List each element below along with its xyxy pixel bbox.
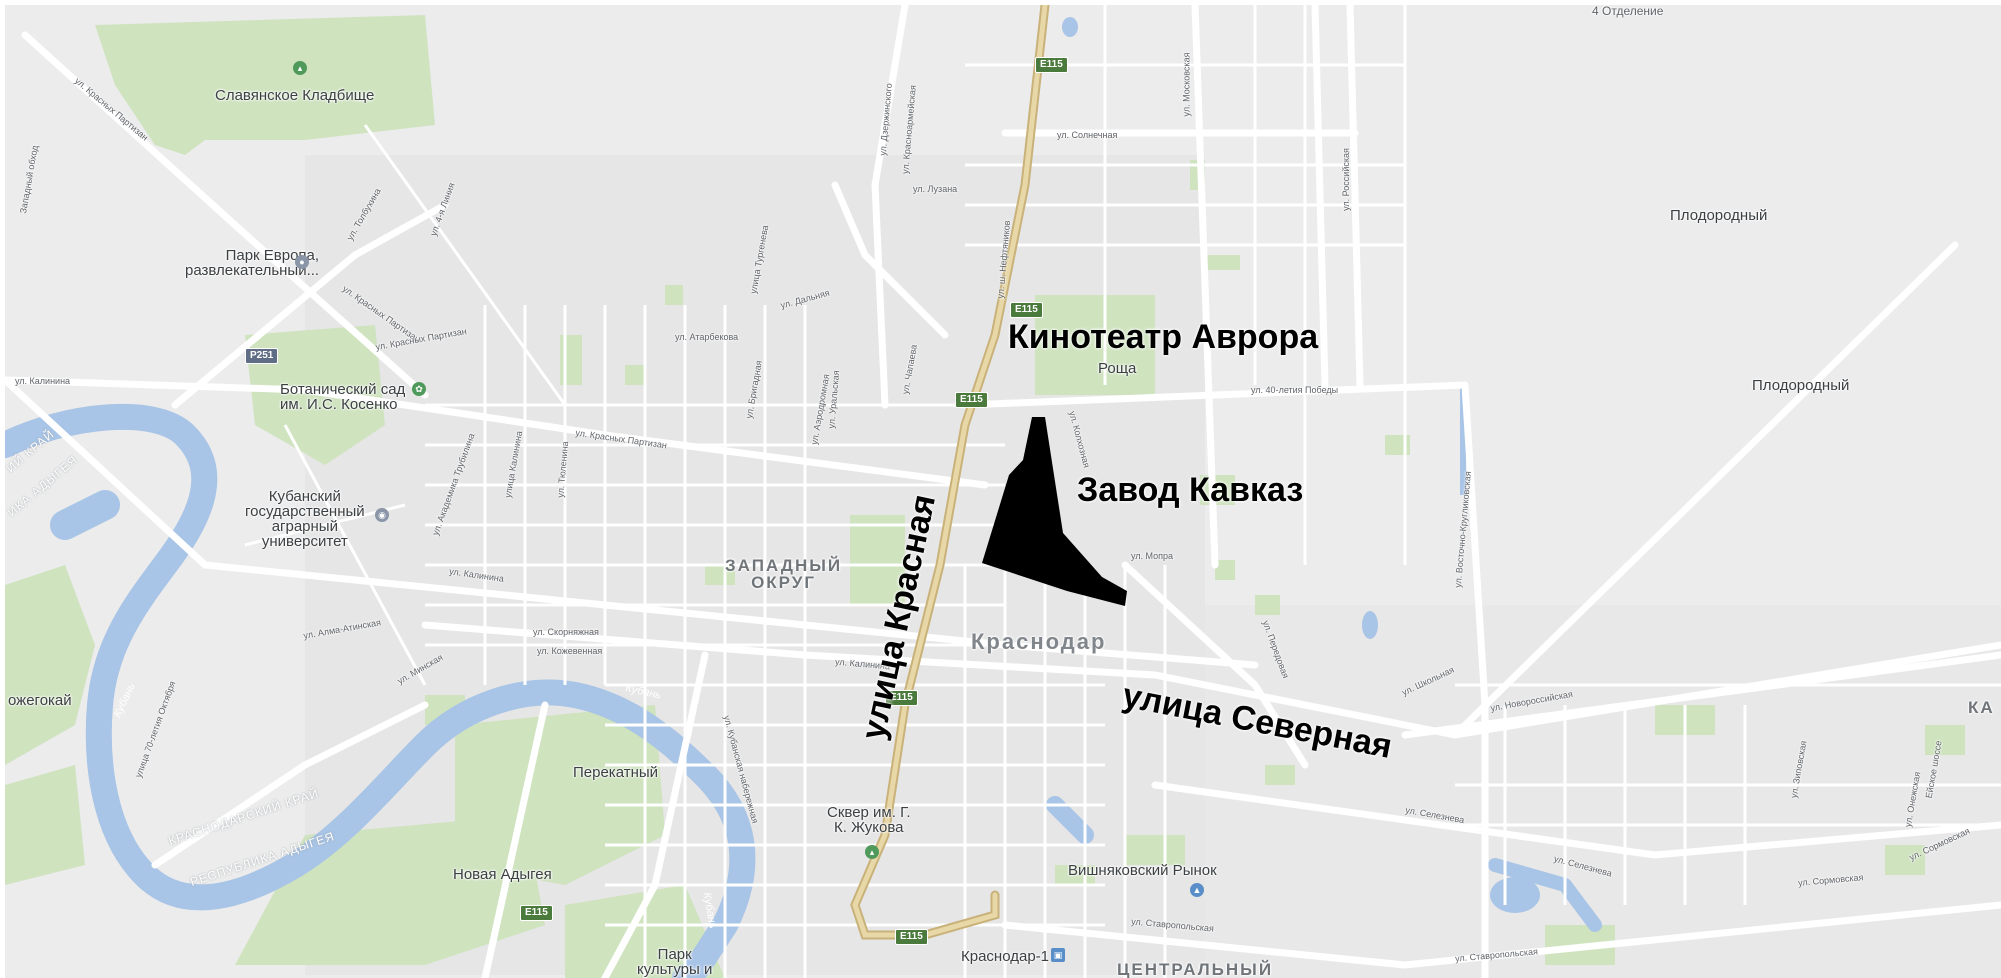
pond-1 (1062, 17, 1078, 37)
annotation-zavod-kavkaz: Завод Кавказ (1077, 471, 1304, 509)
park-patch-1 (560, 335, 582, 385)
label-plodorodny-1: Плодородный (1670, 207, 1768, 224)
urban-area-east (1205, 605, 2001, 978)
label-krasnodar-1: Краснодар-1 (961, 948, 1049, 965)
road-upper-ne (1311, 5, 1329, 389)
park-patch-14 (1885, 845, 1925, 875)
road-40-let-pobedy (961, 381, 1469, 409)
street-mopra: ул. Мопра (1131, 551, 1174, 561)
lake-northwest (50, 490, 120, 540)
park-roshcha (1035, 295, 1155, 395)
water-features (5, 403, 1602, 978)
label-park-kultury: Парк культуры и (637, 946, 713, 978)
road-south-bridge (481, 701, 549, 978)
map-canvas[interactable] (5, 5, 2001, 978)
major-streets (5, 5, 2001, 978)
park-patch-5 (1255, 595, 1280, 615)
label-centralny: ЦЕНТРАЛЬНЫЙ (1117, 960, 1274, 978)
shield-e115-d: E115 (885, 690, 918, 706)
train-station-icon[interactable]: ▣ (1051, 948, 1065, 962)
street-40-let-pobedy: ул. 40-летия Победы (1251, 385, 1339, 395)
label-perekatny: Перекатный (573, 764, 659, 781)
park-patch-11 (1125, 835, 1185, 865)
road-moskovskaya (1191, 5, 1219, 569)
water-ponds (1062, 17, 1540, 913)
lake-south (1046, 796, 1094, 844)
label-ka-edge: КА (1968, 698, 1995, 717)
skver-pin-icon[interactable]: ▴ (865, 845, 879, 859)
road-left-bank (151, 701, 429, 869)
street-kozhevennaya: ул. Кожевенная (537, 646, 603, 656)
road-southwest (601, 651, 709, 978)
label-roshcha: Роща (1098, 360, 1137, 377)
shield-e115-c: E115 (955, 392, 988, 408)
map-viewport[interactable]: Славянское Кладбище ▴ Парк Европа, развл… (5, 5, 2001, 978)
zavod-kavkaz-area (982, 417, 1127, 606)
label-zapadny-okrug: ЗАПАДНЫЙ ОКРУГ (725, 556, 843, 592)
shield-e115-f: E115 (895, 929, 928, 945)
road-northwest-diag (21, 31, 429, 399)
park-left-bank-2 (5, 765, 85, 885)
road-stavropolskaya (1001, 901, 2001, 969)
shield-e115-e: E115 (520, 905, 553, 921)
road-north-mid (831, 181, 949, 339)
label-krasnodar-city: Краснодар (971, 629, 1107, 654)
kuban-river (5, 403, 756, 978)
shield-p251: P251 (245, 348, 279, 364)
cemetery-pin-icon[interactable]: ▴ (293, 61, 307, 75)
road-novorossiyskaya (1401, 651, 2001, 739)
park-slavyanskoe (95, 15, 435, 155)
street-luzana: ул. Лузана (913, 184, 958, 194)
label-slavyanskoe: Славянское Кладбище (215, 87, 375, 104)
grid-nw-2 (283, 424, 427, 686)
shield-e115-a: E115 (1035, 57, 1068, 73)
park-patch-15 (1925, 725, 1965, 755)
road-kalinina (5, 376, 1259, 669)
grid-nw-1 (363, 124, 567, 406)
park-patch-17 (705, 565, 735, 585)
label-botanic: Ботанический сад им. И.С. Косенко (280, 381, 406, 413)
park-patch-4 (1215, 560, 1235, 580)
park-europe-pin-icon[interactable]: ● (295, 255, 309, 269)
pond-3 (1362, 611, 1378, 639)
market-pin-icon[interactable]: ▲ (1190, 883, 1204, 897)
road-dzerzhinskogo (871, 5, 909, 409)
botanic-pin-icon[interactable]: ✿ (412, 382, 426, 396)
park-patch-10 (625, 365, 645, 385)
street-moskovskaya: ул. Московская (1181, 52, 1192, 117)
road-krasnykh-partizan (5, 376, 989, 489)
annotation-kinoteatr-avrora: Кинотеатр Аврора (1008, 318, 1319, 356)
road-east-diag (1451, 241, 1959, 739)
road-rossiyskaya (1346, 5, 1364, 389)
highway-e115 (850, 5, 1050, 940)
kubgau-pin-icon[interactable]: ◉ (375, 508, 389, 522)
street-kalinina: ул. Калинина (15, 376, 71, 386)
label-kubgau: Кубанский государственный аграрный униве… (245, 488, 365, 550)
park-patch-6 (1205, 255, 1240, 270)
street-rossiyskaya: ул. Российская (1340, 148, 1351, 211)
pond-4 (1490, 877, 1540, 913)
label-novaya-adygeya: Новая Адыгея (453, 866, 552, 883)
park-patch-3 (1200, 475, 1235, 505)
road-selezneva (1151, 781, 2001, 859)
label-skver-zhukova: Сквер им. Г. К. Жукова (827, 804, 911, 836)
label-vishnyakovsky: Вишняковский Рынок (1068, 862, 1217, 879)
street-skornyazhnaya: ул. Скорняжная (533, 627, 599, 637)
label-plodorodny-2: Плодородный (1752, 377, 1850, 394)
road-west-diag (171, 201, 449, 409)
shield-e115-b: E115 (1010, 302, 1043, 318)
road-mopra (1121, 561, 1309, 769)
park-patch-9 (1265, 765, 1295, 785)
label-4-otdelenie: 4 Отделение (1592, 5, 1664, 18)
park-patch-2 (665, 285, 683, 305)
street-solnechnaya: ул. Солнечная (1057, 130, 1118, 140)
pond-2 (1460, 385, 1466, 495)
street-atarbekova: ул. Атарбекова (675, 332, 739, 342)
park-left-bank (5, 565, 95, 765)
label-kozhegokai: ожегокай (8, 692, 72, 709)
highway-e115-fill (852, 5, 1048, 938)
park-stadium (850, 515, 905, 605)
